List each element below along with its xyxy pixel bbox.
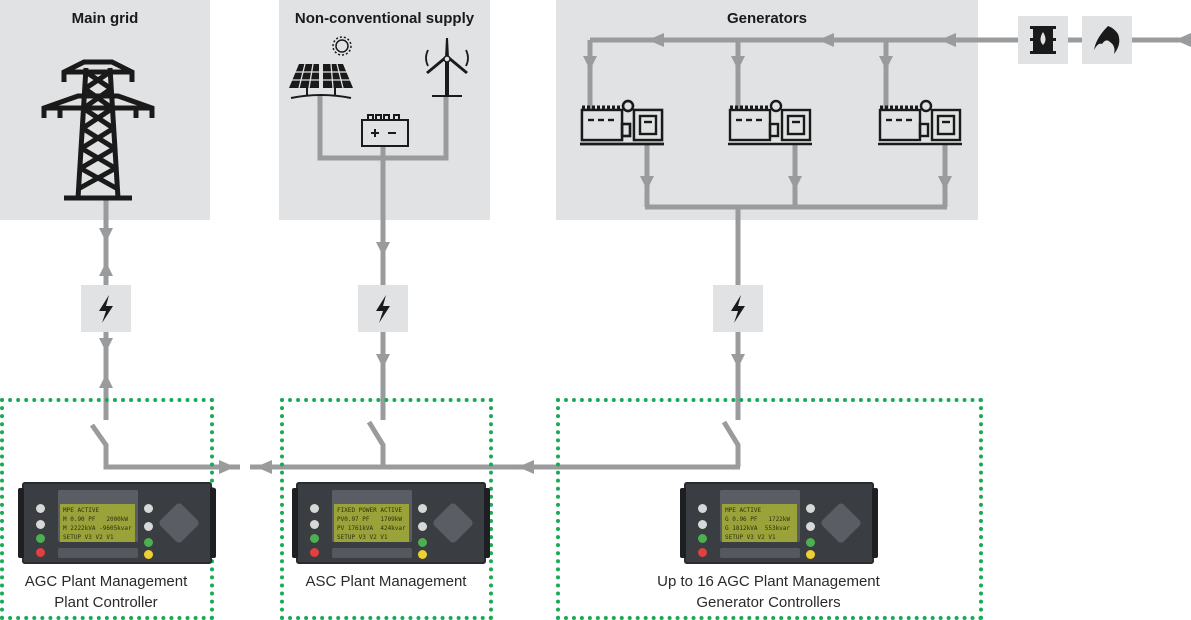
lightning-icon (376, 295, 390, 323)
sun-icon (335, 39, 349, 53)
generators-title: Generators (726, 10, 808, 27)
zone-generator-controllers (556, 398, 983, 620)
main-grid-title: Main grid (71, 10, 139, 27)
controller-device-agc-plant: MPE ACTIVE M 0.90 PF 2000kW M 2222kVA -9… (18, 482, 216, 564)
lightning-icon (99, 295, 113, 323)
gas-flame-box (1082, 16, 1132, 64)
controller-display: FIXED POWER ACTIVE PV0.97 PF 1709kW PV 1… (334, 504, 409, 542)
controller-display: MPE ACTIVE G 0.96 PF 1722kW G 1812kVA 55… (722, 504, 797, 542)
controller-device-asc-plant: FIXED POWER ACTIVE PV0.97 PF 1709kW PV 1… (292, 482, 490, 564)
power-box-non-conventional (358, 285, 408, 332)
generator-icon (878, 99, 962, 146)
transmission-tower-icon (41, 59, 155, 201)
gas-flame-icon (1094, 26, 1120, 54)
wind-turbine-icon (425, 38, 469, 97)
controller-device-agc-generator: MPE ACTIVE G 0.96 PF 1722kW G 1812kVA 55… (680, 482, 878, 564)
zone-asc-plant-management (280, 398, 493, 620)
power-box-generators (713, 285, 763, 332)
controller-display: MPE ACTIVE M 0.90 PF 2000kW M 2222kVA -9… (60, 504, 135, 542)
oil-barrel-box (1018, 16, 1068, 64)
generator-icon (578, 98, 668, 148)
non-conventional-title: Non-conventional supply (294, 10, 475, 27)
caption-asc-plant-management: ASC Plant Management (305, 573, 467, 590)
lightning-icon (731, 295, 745, 323)
caption-plant-controller: AGC Plant Management Plant Controller (24, 573, 188, 611)
generator-icon (728, 99, 812, 146)
power-box-main-grid (81, 285, 131, 332)
flow-arrows (99, 33, 1191, 474)
caption-generator-controllers: Up to 16 AGC Plant Management Generator … (657, 573, 880, 611)
battery-icon (361, 114, 409, 147)
oil-barrel-icon (1030, 26, 1056, 54)
solar-panel-icon (288, 36, 355, 99)
